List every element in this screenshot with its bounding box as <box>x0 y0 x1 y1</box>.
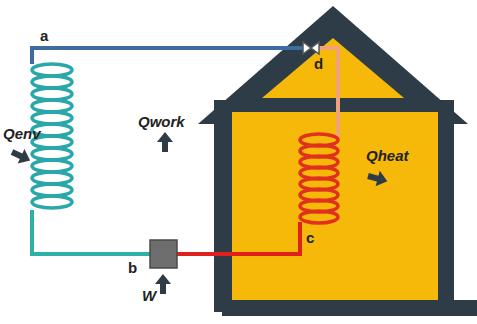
point-label: c <box>306 230 314 247</box>
condenser-coil <box>300 134 338 223</box>
heat-arrows <box>9 132 390 294</box>
work-label: W <box>142 288 156 305</box>
compressor <box>150 240 177 268</box>
pipe-hot <box>177 222 300 254</box>
pipe-teal <box>32 210 150 254</box>
house-base <box>222 300 477 316</box>
pipe-cold <box>32 48 304 64</box>
heat-label: Qheat <box>366 148 409 165</box>
point-label: b <box>128 260 137 277</box>
point-label: a <box>40 28 48 45</box>
heat-label: Qwork <box>138 114 185 131</box>
expansion-valve <box>303 42 319 54</box>
point-label: d <box>314 56 323 73</box>
heat-label: Qenv <box>3 126 41 143</box>
room <box>232 112 438 300</box>
house-wall <box>214 100 454 312</box>
